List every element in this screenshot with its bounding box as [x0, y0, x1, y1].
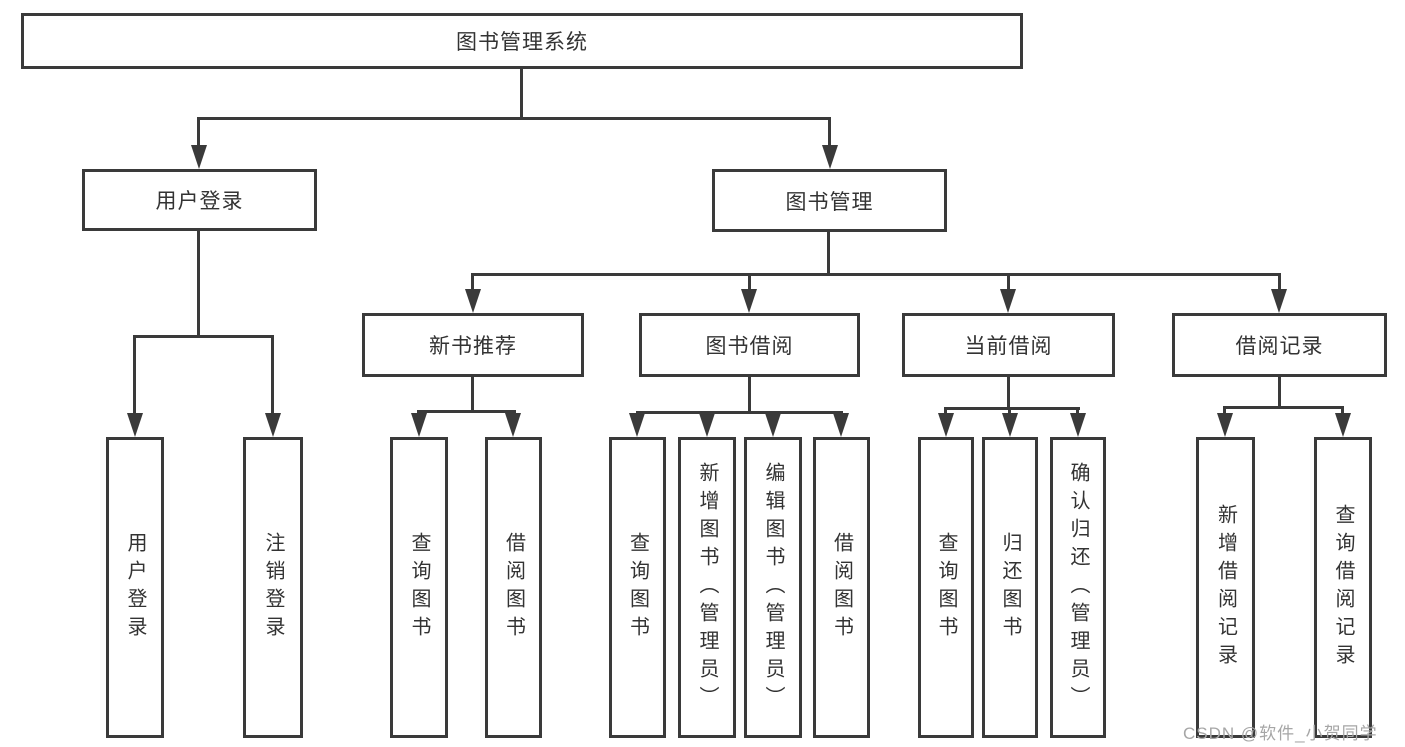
- connector-line: [417, 410, 516, 413]
- connector-line: [1341, 406, 1344, 415]
- node-root: 图书管理系统: [21, 13, 1023, 69]
- connector-line: [471, 273, 1281, 276]
- arrow-down-icon: [822, 145, 838, 169]
- leaf-return-books: 归还图书: [982, 437, 1038, 738]
- leaf-add-borrow-record: 新增借阅记录: [1196, 437, 1255, 738]
- leaf-label: 查询图书: [935, 531, 957, 644]
- csdn-watermark: CSDN @软件_小贺同学: [1183, 724, 1378, 743]
- leaf-borrow-books-newbook: 借阅图书: [485, 437, 542, 738]
- leaf-edit-books-admin: 编辑图书（管理员）: [744, 437, 802, 738]
- arrow-down-icon: [938, 413, 954, 437]
- leaf-query-books-newbook: 查询图书: [390, 437, 448, 738]
- leaf-label: 查询图书: [626, 531, 649, 644]
- connector-line: [1076, 407, 1079, 415]
- connector-line: [133, 335, 274, 338]
- connector-line: [1278, 377, 1281, 408]
- leaf-confirm-return-admin: 确认归还（管理员）: [1050, 437, 1106, 738]
- arrow-down-icon: [411, 413, 427, 437]
- leaf-query-borrow-record: 查询借阅记录: [1314, 437, 1372, 738]
- leaf-label: 借阅图书: [830, 531, 853, 644]
- connector-line: [133, 335, 136, 415]
- arrow-down-icon: [1000, 289, 1016, 313]
- connector-line: [828, 117, 831, 148]
- arrow-down-icon: [741, 289, 757, 313]
- connector-line: [1007, 377, 1010, 409]
- leaf-label: 借阅图书: [502, 531, 525, 644]
- arrow-down-icon: [465, 289, 481, 313]
- arrow-down-icon: [1217, 413, 1233, 437]
- arrow-down-icon: [765, 413, 781, 437]
- arrow-down-icon: [191, 145, 207, 169]
- arrow-down-icon: [265, 413, 281, 437]
- arrow-down-icon: [833, 413, 849, 437]
- arrow-down-icon: [1070, 413, 1086, 437]
- connector-line: [944, 407, 947, 415]
- connector-line: [1007, 273, 1010, 291]
- arrow-down-icon: [505, 413, 521, 437]
- connector-line: [748, 377, 751, 413]
- connector-line: [748, 273, 751, 291]
- leaf-label: 新增图书（管理员）: [696, 461, 718, 714]
- node-current-borrow: 当前借阅: [902, 313, 1115, 377]
- leaf-borrow-books: 借阅图书: [813, 437, 870, 738]
- node-borrow-records: 借阅记录: [1172, 313, 1387, 377]
- connector-line: [636, 411, 843, 414]
- leaf-user-login: 用户登录: [106, 437, 164, 738]
- leaf-label: 查询图书: [408, 531, 430, 644]
- leaf-query-books-borrow: 查询图书: [609, 437, 666, 738]
- leaf-add-books-admin: 新增图书（管理员）: [678, 437, 736, 738]
- connector-line: [1223, 406, 1226, 415]
- arrow-down-icon: [699, 413, 715, 437]
- connector-line: [197, 117, 200, 148]
- arrow-down-icon: [1335, 413, 1351, 437]
- node-user-login: 用户登录: [82, 169, 317, 231]
- connector-line: [198, 117, 831, 120]
- arrow-down-icon: [1271, 289, 1287, 313]
- connector-line: [471, 377, 474, 412]
- node-book-management: 图书管理: [712, 169, 947, 232]
- leaf-label: 编辑图书（管理员）: [762, 461, 784, 714]
- connector-line: [827, 232, 830, 276]
- leaf-label: 新增借阅记录: [1214, 503, 1237, 672]
- arrow-down-icon: [629, 413, 645, 437]
- leaf-label: 注销登录: [262, 531, 284, 644]
- connector-line: [1223, 406, 1344, 409]
- connector-line: [1278, 273, 1281, 291]
- node-book-borrow: 图书借阅: [639, 313, 860, 377]
- connector-line: [520, 69, 523, 117]
- connector-line: [1008, 407, 1011, 415]
- leaf-label: 查询借阅记录: [1332, 503, 1354, 672]
- leaf-label: 归还图书: [999, 531, 1021, 644]
- leaf-logout: 注销登录: [243, 437, 303, 738]
- node-new-book-recommend: 新书推荐: [362, 313, 584, 377]
- connector-line: [271, 335, 274, 415]
- leaf-label: 用户登录: [124, 531, 146, 644]
- arrow-down-icon: [1002, 413, 1018, 437]
- arrow-down-icon: [127, 413, 143, 437]
- connector-line: [197, 231, 200, 338]
- connector-line: [471, 273, 474, 291]
- leaf-label: 确认归还（管理员）: [1067, 461, 1089, 714]
- connector-line: [944, 407, 1080, 410]
- leaf-query-books-current: 查询图书: [918, 437, 974, 738]
